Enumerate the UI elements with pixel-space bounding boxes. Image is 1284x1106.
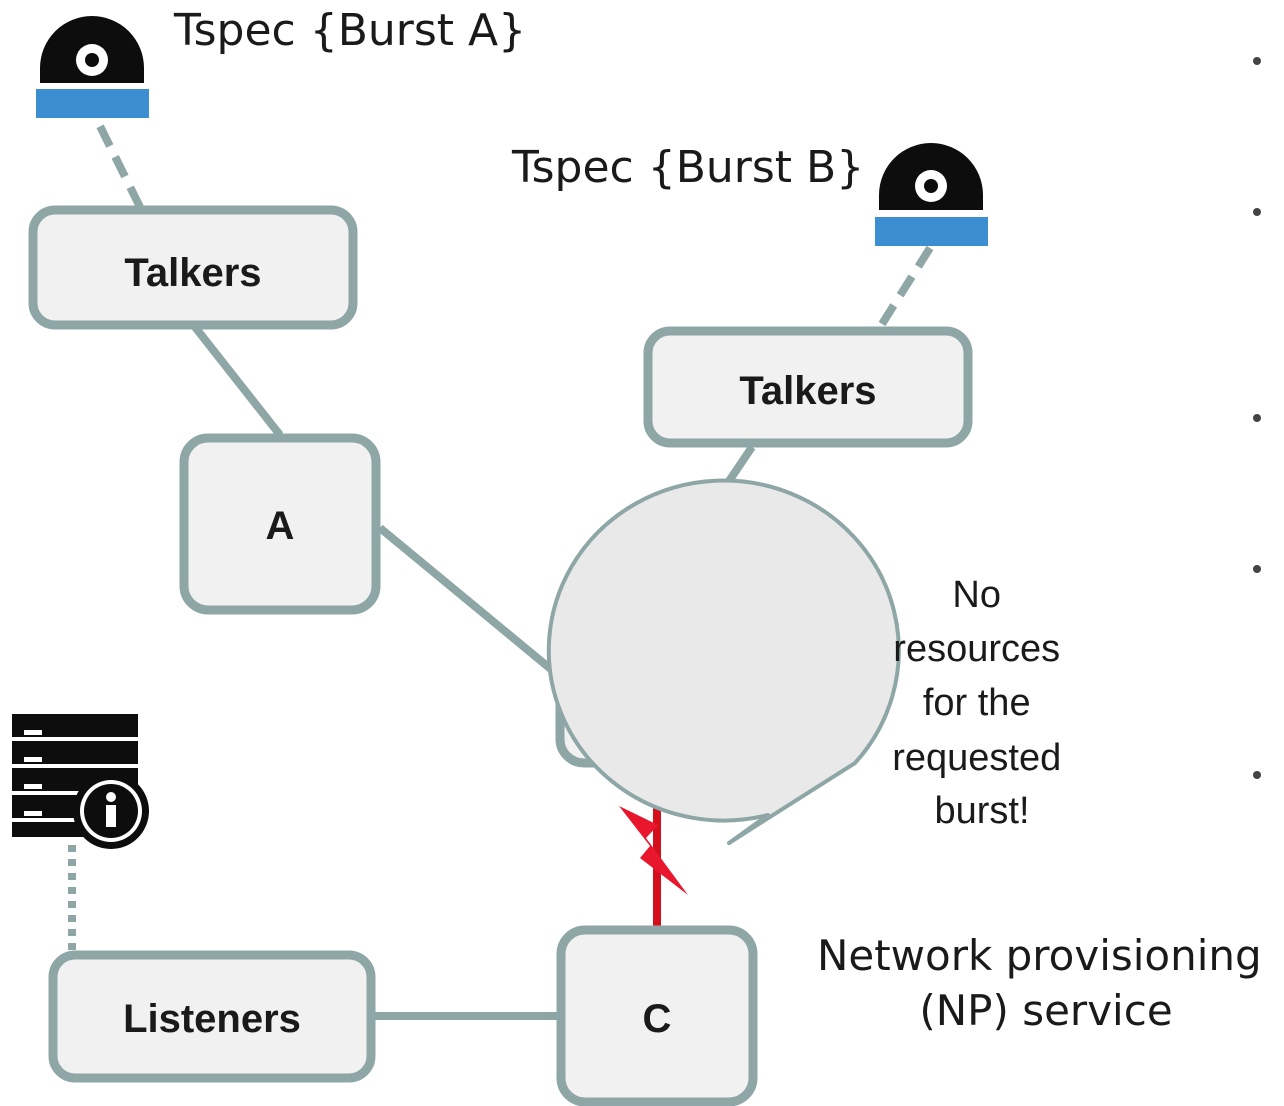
camera-icon <box>875 143 988 246</box>
callout-line: requested <box>892 737 1061 779</box>
callout-text: No resources for the requested burst! <box>892 574 1072 832</box>
callout-line: for the <box>923 682 1031 724</box>
node-talkers-b[interactable]: Talkers <box>643 326 973 448</box>
np-service-line2: (NP) service <box>919 986 1172 1035</box>
np-service-label: Network provisioning (NP) service <box>817 931 1275 1035</box>
link-talkers-b-to-camera-b <box>878 245 934 327</box>
node-talkers-a[interactable]: Talkers <box>28 205 358 330</box>
bullet-list <box>1253 57 1261 779</box>
camera-icon <box>36 16 149 118</box>
node-a[interactable]: A <box>179 433 381 615</box>
np-service-line1: Network provisioning <box>817 931 1262 980</box>
node-a-label: A <box>266 504 295 548</box>
bullet-dot <box>1253 57 1261 65</box>
node-listeners[interactable]: Listeners <box>48 950 376 1083</box>
bullet-dot <box>1253 771 1261 779</box>
node-talkers-b-label: Talkers <box>739 369 876 413</box>
lightning-icon <box>619 806 688 895</box>
bullet-dot <box>1253 565 1261 573</box>
tspec-burst-a-label: Tspec {Burst A} <box>173 5 526 56</box>
node-talkers-a-label: Talkers <box>124 251 261 295</box>
callout-bubble: No resources for the requested burst! <box>546 478 1072 845</box>
tspec-burst-b-label: Tspec {Burst B} <box>511 142 864 193</box>
node-c-label: C <box>643 997 672 1041</box>
callout-line: burst! <box>934 790 1029 832</box>
link-a-to-b <box>377 524 561 679</box>
bullet-dot <box>1253 208 1261 216</box>
callout-line: No <box>952 574 1001 616</box>
link-talkers-a-to-a <box>191 324 284 438</box>
callout-line: resources <box>893 628 1060 670</box>
server-info-icon <box>12 714 149 849</box>
bullet-dot <box>1253 414 1261 422</box>
node-listeners-label: Listeners <box>123 997 301 1041</box>
link-talkers-a-to-camera-a <box>93 118 144 209</box>
node-c[interactable]: C <box>556 925 758 1106</box>
